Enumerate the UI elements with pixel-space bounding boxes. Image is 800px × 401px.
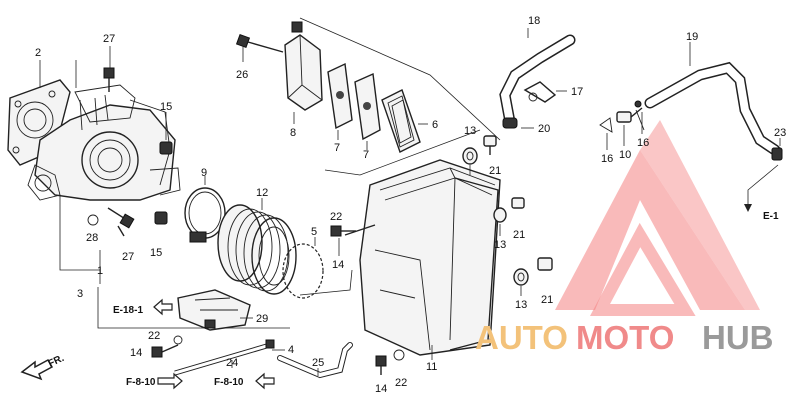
watermark-text: AUTO MOTO HUB — [475, 319, 774, 356]
clamp-23 — [771, 147, 783, 161]
callout-5: 5 — [311, 226, 317, 238]
callout-21b: 21 — [513, 229, 525, 241]
bolt-14b — [151, 344, 179, 358]
callout-15b: 15 — [150, 247, 162, 259]
arrow-f-8-10b — [255, 372, 275, 390]
callout-4: 4 — [288, 344, 294, 356]
tube-24 — [174, 339, 275, 376]
callout-12: 12 — [256, 187, 268, 199]
callout-13b: 13 — [494, 239, 506, 251]
bolt-14c — [375, 355, 387, 375]
nut-15-lower — [154, 211, 168, 225]
callout-2: 2 — [35, 47, 41, 59]
callout-22b: 22 — [148, 330, 160, 342]
ref-f-8-10b: F-8-10 — [214, 377, 244, 388]
washer-22c — [393, 349, 405, 361]
callout-20: 20 — [538, 123, 550, 135]
clamp-9 — [184, 187, 226, 243]
nut-15-top — [159, 141, 173, 155]
callout-7a: 7 — [334, 142, 340, 154]
bolt-26 — [235, 33, 284, 53]
callout-14c: 14 — [375, 383, 387, 395]
callout-24: 24 — [226, 357, 238, 369]
callout-25: 25 — [312, 357, 324, 369]
washer-22b — [173, 335, 183, 345]
watermark-auto: AUTO — [475, 319, 568, 356]
callout-7b: 7 — [363, 149, 369, 161]
grommet-13c — [513, 268, 529, 286]
callout-11: 11 — [426, 361, 437, 373]
callout-21c: 21 — [541, 294, 553, 306]
clip-16a — [599, 117, 613, 133]
callout-16b: 16 — [637, 137, 649, 149]
callout-10: 10 — [619, 149, 631, 161]
filter-7a — [327, 62, 353, 130]
o-ring-5 — [282, 243, 324, 299]
bolt-27-lower — [107, 207, 135, 237]
fitting-10 — [616, 107, 643, 123]
hose-18 — [499, 34, 576, 128]
grommet-13a — [462, 147, 478, 165]
ref-e-1: E-1 — [763, 211, 779, 222]
callout-21a: 21 — [489, 165, 501, 177]
callout-6: 6 — [432, 119, 438, 131]
throttle-body — [7, 79, 181, 201]
tube-25 — [277, 342, 353, 379]
cover-8 — [284, 21, 323, 111]
fitting-21a — [483, 135, 497, 155]
arrow-e-18-1 — [153, 298, 173, 316]
ref-f-8-10a: F-8-10 — [126, 377, 156, 388]
clip-17 — [523, 81, 557, 103]
callout-labels: 2 27 15 26 8 7 7 6 18 17 20 19 23 16 10 … — [35, 15, 786, 395]
hose-19 — [644, 61, 781, 156]
bolt-14a — [330, 225, 356, 237]
front-arrow — [20, 358, 54, 381]
callout-19: 19 — [686, 31, 698, 43]
callout-27a: 27 — [103, 33, 115, 45]
callout-29: 29 — [256, 313, 268, 325]
element-6 — [381, 89, 421, 153]
callout-28: 28 — [86, 232, 98, 244]
watermark-logo — [555, 120, 760, 316]
arrow-f-8-10a — [157, 372, 183, 390]
fitting-21c — [537, 257, 553, 271]
bolt-27-top — [103, 67, 115, 92]
clamp-20 — [502, 117, 518, 129]
clip-16b — [634, 100, 645, 131]
air-box-11 — [344, 159, 501, 356]
filter-7b — [354, 72, 381, 141]
ref-e-18-1: E-18-1 — [113, 305, 143, 316]
callout-14b: 14 — [130, 347, 142, 359]
callout-17: 17 — [571, 86, 583, 98]
callout-13a: 13 — [464, 125, 476, 137]
callout-26: 26 — [236, 69, 248, 81]
callout-1: 1 — [97, 265, 103, 277]
callout-9: 9 — [201, 167, 207, 179]
callout-14a: 14 — [332, 259, 344, 271]
callout-27b: 27 — [122, 251, 134, 263]
callout-23: 23 — [774, 127, 786, 139]
arrow-e-1 — [744, 204, 752, 212]
callout-3: 3 — [77, 288, 83, 300]
callout-18: 18 — [528, 15, 540, 27]
callout-22a: 22 — [330, 211, 342, 223]
washer-28 — [87, 214, 99, 226]
callout-8: 8 — [290, 127, 296, 139]
callout-13c: 13 — [515, 299, 527, 311]
callout-22c: 22 — [395, 377, 407, 389]
front-label: FR. — [47, 353, 66, 370]
callout-15a: 15 — [160, 101, 172, 113]
fitting-21b — [511, 197, 525, 209]
watermark-hub: HUB — [702, 319, 774, 356]
callout-16a: 16 — [601, 153, 613, 165]
grommet-13b — [493, 207, 507, 223]
watermark-moto: MOTO — [576, 319, 674, 356]
bracket-29 — [177, 289, 251, 331]
tube-12 — [217, 204, 297, 295]
